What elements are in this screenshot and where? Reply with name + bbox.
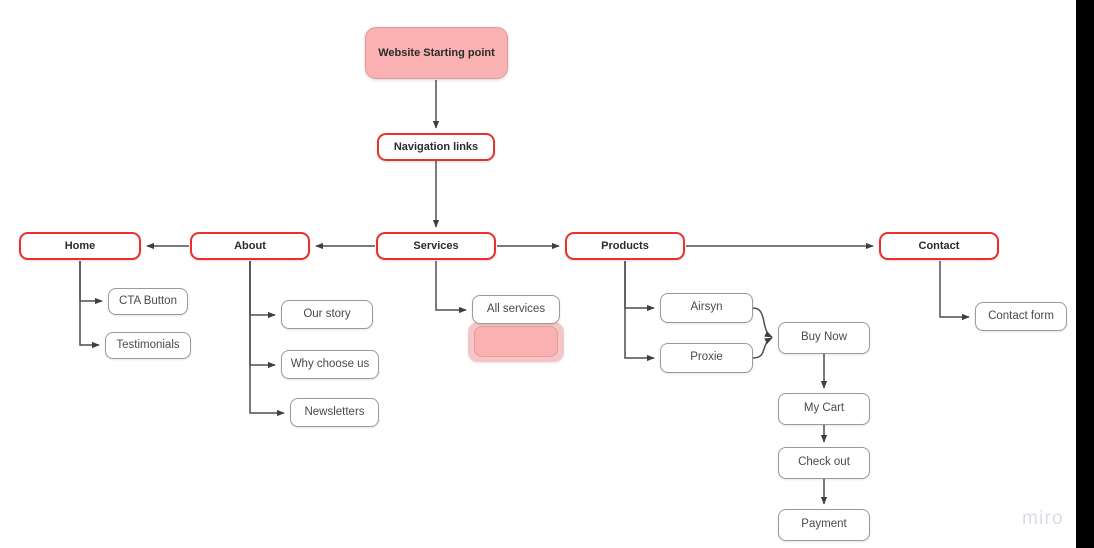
edge-services-to-all-services xyxy=(435,261,467,314)
edge-products-to-airsyn xyxy=(624,261,655,312)
edge-home-to-cta-button xyxy=(79,261,103,305)
node-our-story[interactable]: Our story xyxy=(281,300,373,329)
node-label: Payment xyxy=(801,518,847,531)
node-label: Contact form xyxy=(988,309,1054,322)
node-label: Testimonials xyxy=(116,338,180,351)
node-label: Navigation links xyxy=(393,140,479,153)
node-label: Check out xyxy=(798,456,850,469)
node-services[interactable]: Services xyxy=(376,232,496,260)
edge-airsyn-to-buy-now xyxy=(752,307,773,338)
edge-about-to-why-choose-us xyxy=(249,261,276,369)
node-buy-now[interactable]: Buy Now xyxy=(778,322,870,354)
node-label: Our story xyxy=(303,307,351,320)
node-label: Home xyxy=(64,239,96,252)
edge-contact-to-contact-form xyxy=(939,261,970,321)
node-label: My Cart xyxy=(803,402,845,415)
node-label: Services xyxy=(413,239,459,252)
node-services-placeholder[interactable] xyxy=(474,326,558,357)
node-all-services[interactable]: All services xyxy=(472,295,560,324)
node-label: CTA Button xyxy=(119,294,177,307)
edge-products-to-proxie xyxy=(624,261,655,362)
edge-proxie-to-buy-now xyxy=(752,337,773,359)
node-contact[interactable]: Contact xyxy=(879,232,999,260)
miro-watermark: miro xyxy=(1022,508,1064,529)
node-label: Products xyxy=(601,239,649,252)
node-label: Newsletters xyxy=(304,405,365,418)
node-contact-form[interactable]: Contact form xyxy=(975,302,1067,331)
node-airsyn[interactable]: Airsyn xyxy=(660,293,753,323)
node-label: Contact xyxy=(918,239,960,252)
node-label: About xyxy=(234,239,266,252)
node-my-cart[interactable]: My Cart xyxy=(778,393,870,425)
edge-about-to-newsletters xyxy=(249,261,285,417)
node-cta-button[interactable]: CTA Button xyxy=(108,288,188,315)
node-proxie[interactable]: Proxie xyxy=(660,343,753,373)
node-label: Proxie xyxy=(690,351,723,364)
node-payment[interactable]: Payment xyxy=(778,509,870,541)
node-website-starting-point[interactable]: Website Starting point xyxy=(365,27,508,79)
edge-home-to-testimonials xyxy=(79,261,100,349)
node-navigation-links[interactable]: Navigation links xyxy=(377,133,495,161)
node-label: All services xyxy=(486,302,546,315)
node-label: Buy Now xyxy=(800,331,848,344)
node-label: Website Starting point xyxy=(378,46,495,59)
node-why-choose-us[interactable]: Why choose us xyxy=(281,350,379,379)
node-products[interactable]: Products xyxy=(565,232,685,260)
right-edge-strip xyxy=(1076,0,1094,548)
node-testimonials[interactable]: Testimonials xyxy=(105,332,191,359)
node-check-out[interactable]: Check out xyxy=(778,447,870,479)
node-label: Airsyn xyxy=(690,301,723,314)
edge-about-to-our-story xyxy=(249,261,276,319)
node-about[interactable]: About xyxy=(190,232,310,260)
node-home[interactable]: Home xyxy=(19,232,141,260)
node-newsletters[interactable]: Newsletters xyxy=(290,398,379,427)
node-label: Why choose us xyxy=(290,357,370,370)
